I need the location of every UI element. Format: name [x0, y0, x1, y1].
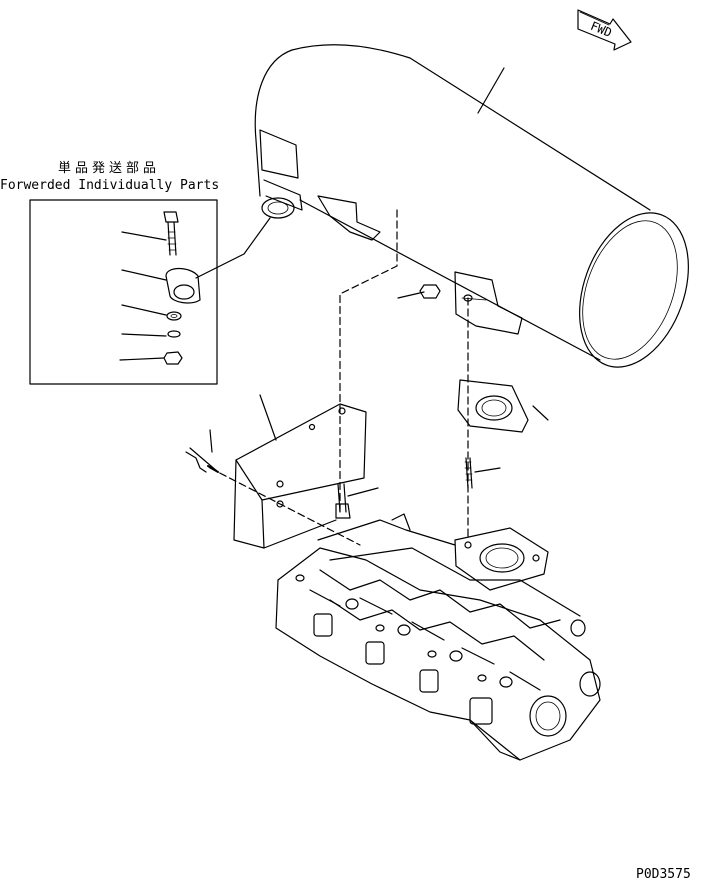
kit-nut: [119, 351, 183, 365]
fwd-arrow-icon: [577, 9, 632, 51]
fwd-label: FWD: [588, 19, 613, 40]
leader-kit-to-muffler: [195, 217, 271, 279]
cylinder-head-assembly: [275, 513, 601, 761]
kit-washer: [121, 304, 182, 321]
leader-stay-bolt-lower: [347, 487, 379, 497]
leader-stay-bolt-left: [209, 429, 213, 453]
drawing-number: P0D3575: [636, 867, 691, 882]
stay-bracket: [233, 394, 367, 549]
leader-stay: [259, 394, 277, 441]
stay-bolt-left: [185, 429, 219, 473]
gasket: [457, 379, 549, 433]
leader-stud: [474, 467, 501, 473]
muffler: [254, 44, 689, 368]
kit-clamp: [121, 267, 201, 304]
kit-title-en: Forwerded Individually Parts: [0, 178, 219, 193]
kit-spring-washer: [121, 330, 181, 338]
kit-bolt: [121, 211, 179, 256]
stay-bolt-lower: [335, 483, 379, 519]
kit-title-jp: 単品発送部品: [58, 160, 160, 176]
leader-gasket: [532, 405, 549, 421]
kit-box: [29, 199, 218, 385]
leader-muffler: [477, 67, 505, 114]
stud-bolt: [464, 457, 501, 489]
flange-nut: [397, 284, 441, 299]
